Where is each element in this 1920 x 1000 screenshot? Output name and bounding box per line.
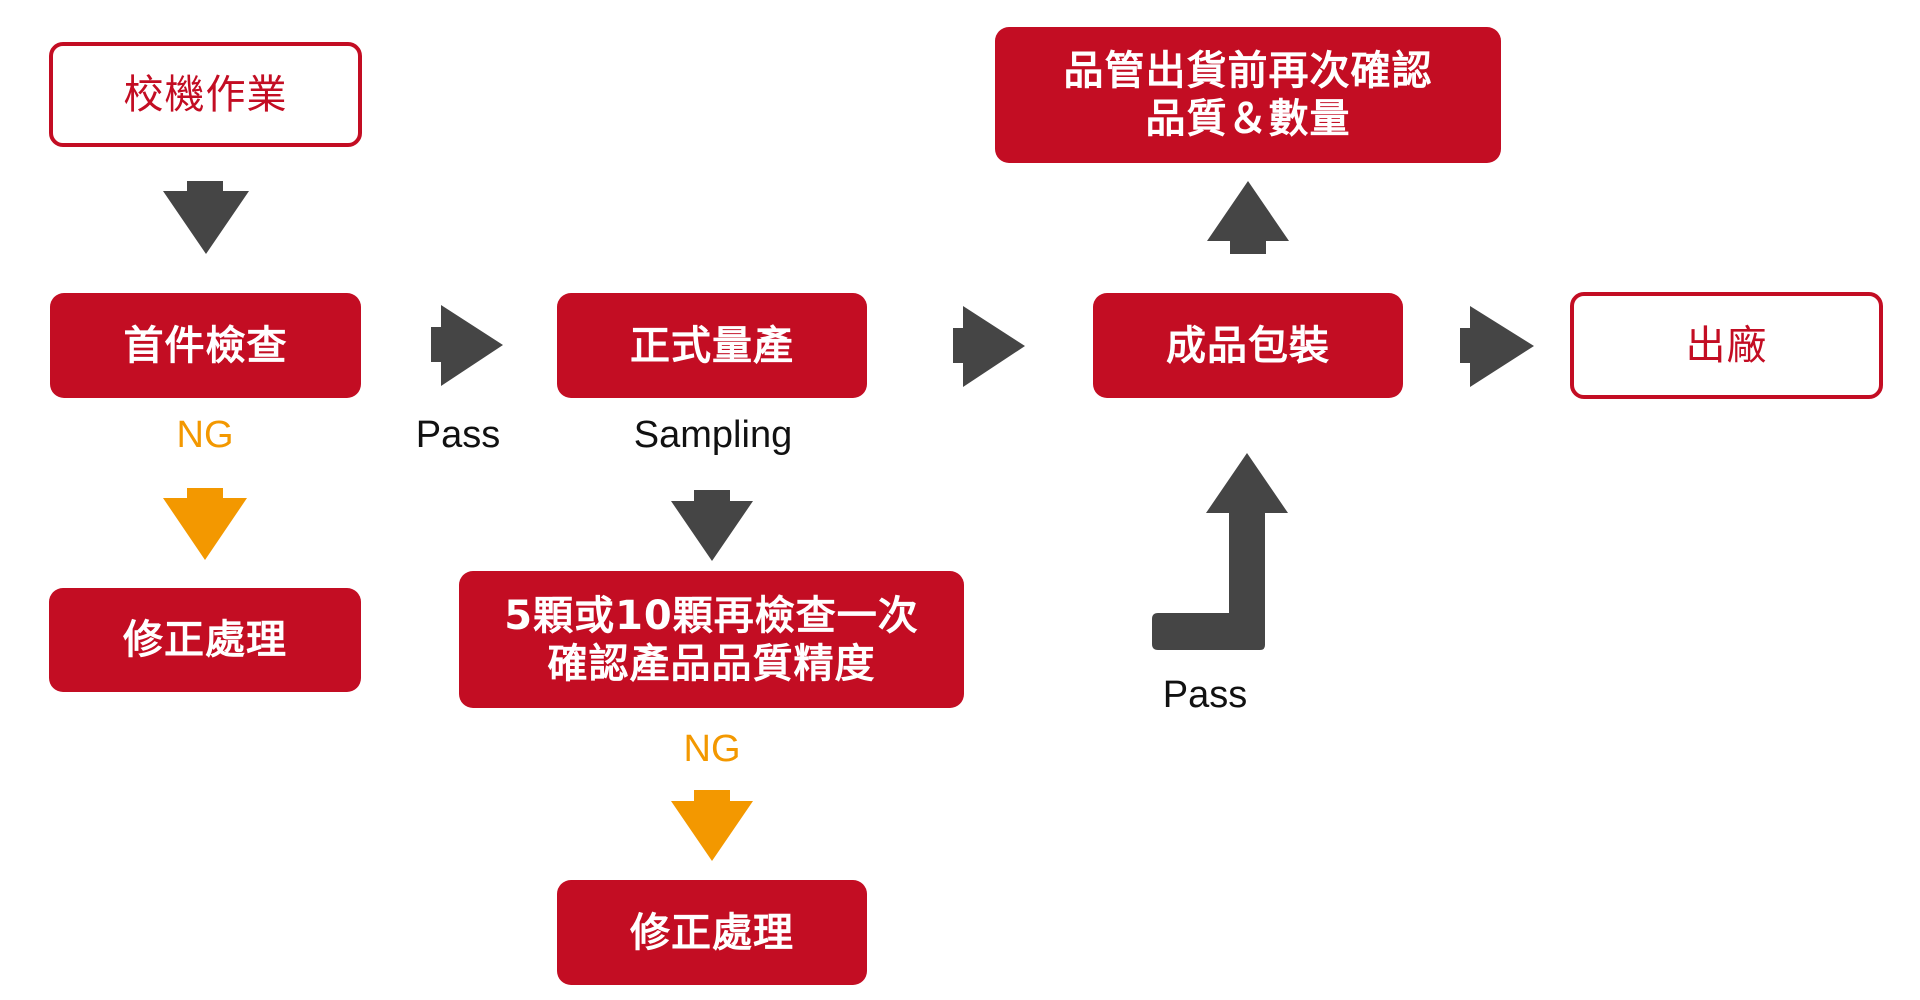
edge-label-resample-ng: NG (683, 728, 741, 770)
node-mass-production: 正式量產 (557, 293, 867, 398)
node-fix-1: 修正處理 (49, 588, 361, 692)
arrow-right-packaging-to-shipment (1460, 306, 1534, 387)
arrow-down-ng-to-fix-1 (163, 488, 247, 560)
node-shipment: 出廠 (1570, 292, 1883, 399)
edge-label-sampling: Sampling (633, 414, 793, 456)
node-fix-1-label: 修正處理 (123, 617, 287, 663)
node-fix-2: 修正處理 (557, 880, 867, 985)
arrow-up-packaging-to-qc-recheck (1207, 181, 1289, 254)
node-first-article-inspection: 首件檢查 (50, 293, 361, 398)
arrow-right-first-article-to-mass-production (431, 305, 503, 386)
node-resample-line-1: 5顆或10顆再檢查一次 (504, 592, 919, 639)
node-qc-recheck-line-2: 品質＆數量 (1145, 96, 1351, 142)
arrow-down-sampling-to-resample (671, 490, 753, 561)
node-shipment-label: 出廠 (1685, 322, 1768, 369)
node-resample-check: 5顆或10顆再檢查一次 確認產品品質精度 (459, 571, 964, 708)
node-resample-line-2: 確認產品品質精度 (547, 640, 876, 687)
node-qc-recheck: 品管出貨前再次確認 品質＆數量 (995, 27, 1501, 163)
node-packaging-label: 成品包裝 (1166, 322, 1330, 369)
node-calibration: 校機作業 (49, 42, 362, 147)
node-packaging: 成品包裝 (1093, 293, 1403, 398)
edge-label-first-article-pass: Pass (415, 414, 501, 456)
arrow-down-ng-to-fix-2 (671, 790, 753, 861)
node-calibration-label: 校機作業 (123, 71, 288, 118)
edge-label-first-article-ng: NG (176, 414, 234, 456)
node-mass-production-label: 正式量產 (630, 322, 794, 369)
node-first-article-label: 首件檢查 (123, 322, 288, 369)
node-qc-recheck-line-1: 品管出貨前再次確認 (1063, 48, 1433, 94)
arrow-right-mass-production-to-packaging (953, 306, 1025, 387)
arrow-down-calibration-to-first-article (163, 181, 249, 254)
node-fix-2-label: 修正處理 (630, 909, 794, 956)
arrow-bent-pass-to-packaging (1152, 453, 1288, 650)
edge-label-resample-pass: Pass (1162, 674, 1248, 716)
